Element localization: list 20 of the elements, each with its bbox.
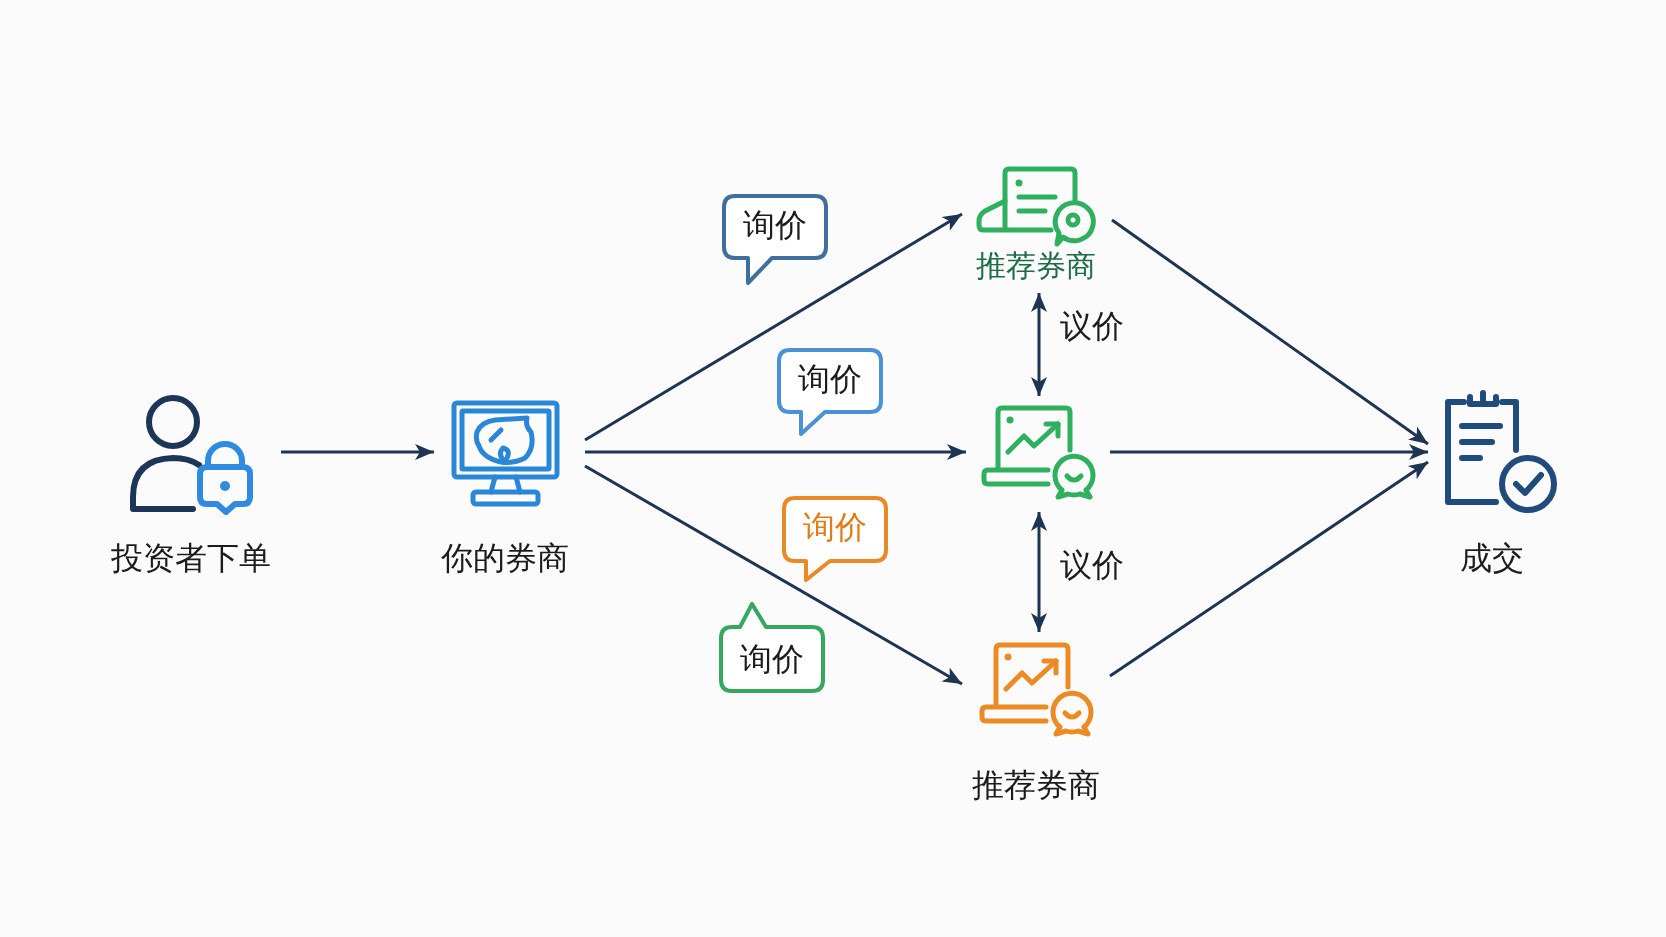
arrow [585,444,966,460]
arrow [584,464,963,686]
node-label: 推荐券商 [974,248,1097,284]
arrow [1109,460,1429,678]
edge-label: 议价 [1058,546,1126,584]
double-arrow [1031,293,1047,396]
speech-bubble: 询价 [722,194,828,285]
arrow [1110,444,1428,460]
speech-bubble: 询价 [719,602,825,693]
node-label: 成交 [1458,539,1525,577]
arrow [584,212,963,442]
arrow [1111,218,1429,446]
node-label: 推荐券商 [972,766,1100,804]
speech-bubble: 询价 [777,348,883,436]
speech-bubble: 询价 [782,496,888,582]
double-arrow [1031,512,1047,632]
node-label: 投资者下单 [111,539,271,577]
arrow [281,444,434,460]
node-label: 你的券商 [441,539,569,577]
edge-label: 议价 [1058,307,1126,345]
